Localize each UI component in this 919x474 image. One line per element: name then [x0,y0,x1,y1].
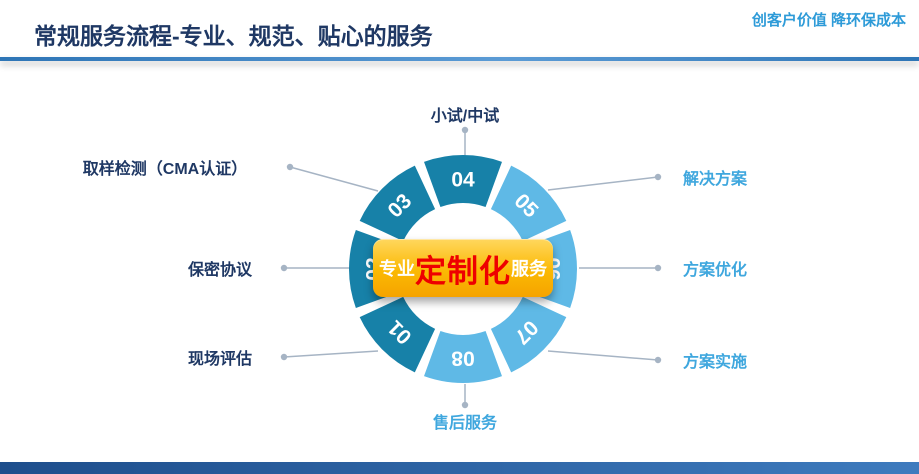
badge-suffix: 服务 [511,259,547,279]
header-divider [0,57,919,61]
label-pilot-test: 小试/中试 [430,108,500,125]
badge-emphasis: 定制化 [415,253,511,289]
ring-segment-03 [359,165,436,242]
label-solution-optimization: 方案优化 [682,262,748,279]
label-sampling-cma: 取样检测（CMA认证） [82,161,248,178]
ring-segment-08 [424,331,502,383]
ring-segment-01 [359,296,436,373]
label-solution: 解决方案 [682,171,748,188]
label-nda: 保密协议 [187,262,253,279]
header-slogan: 创客户价值 降环保成本 [751,12,906,29]
label-solution-implementation: 方案实施 [682,354,748,371]
ring-segment-07 [490,296,567,373]
bottom-bar [0,462,919,474]
segment-number-04: 04 [451,168,475,191]
ring-segment-05 [490,165,567,242]
badge-prefix: 专业 [379,259,415,279]
connector-lines [280,126,662,409]
center-badge: 专业 定制化 服务 [373,239,553,297]
page-title: 常规服务流程-专业、规范、贴心的服务 [34,23,433,49]
ring-segment-04 [424,155,502,207]
label-after-sales: 售后服务 [432,415,498,432]
segment-number-08: 08 [451,347,475,370]
header: 常规服务流程-专业、规范、贴心的服务 创客户价值 降环保成本 [0,0,919,57]
label-site-evaluation: 现场评估 [187,351,253,368]
